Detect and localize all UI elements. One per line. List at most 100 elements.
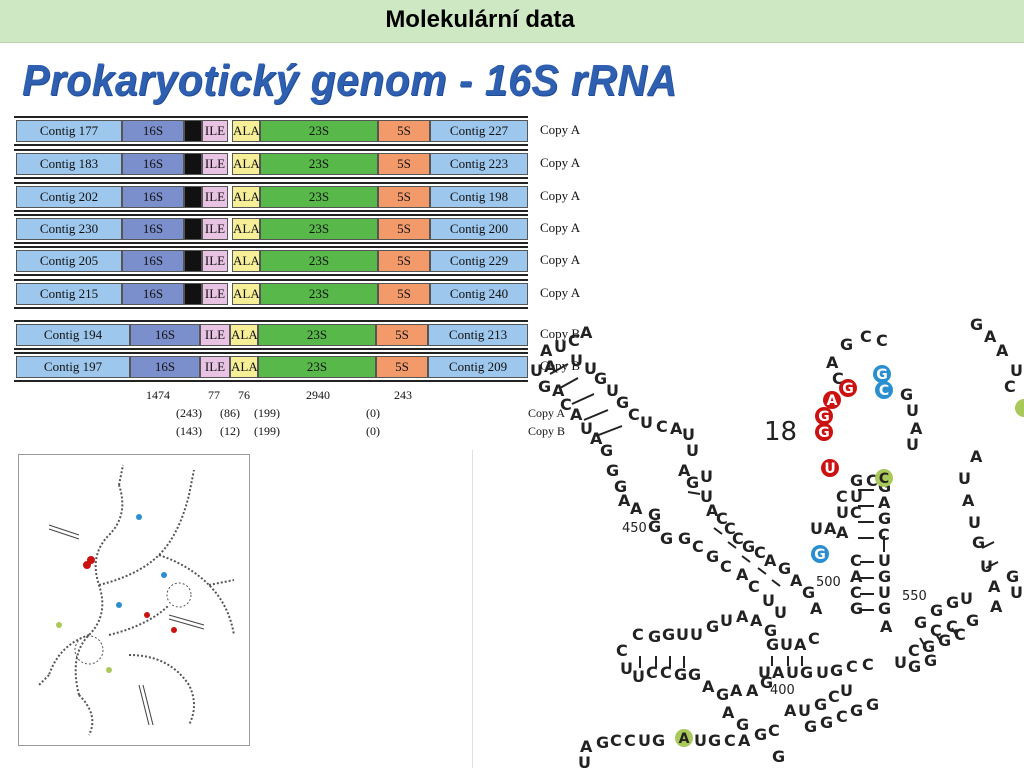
svg-text:C: C — [828, 687, 840, 706]
svg-text:C: C — [876, 331, 888, 350]
svg-text:G: G — [716, 685, 729, 704]
svg-text:A: A — [810, 599, 823, 618]
svg-text:G: G — [706, 547, 719, 566]
slide-header: Molekulární data — [0, 0, 1024, 43]
svg-text:U: U — [676, 625, 689, 644]
svg-text:A: A — [736, 565, 749, 584]
copy-label: Copy A — [540, 155, 581, 170]
divider — [472, 450, 473, 768]
svg-text:G: G — [840, 335, 853, 354]
gene-16s: 16S — [122, 283, 184, 305]
svg-text:A: A — [702, 677, 715, 696]
right-contig: Contig 213 — [428, 324, 528, 346]
gene-ile: ILE — [202, 186, 228, 208]
svg-text:C: C — [879, 383, 889, 399]
svg-text:U: U — [530, 361, 543, 380]
svg-text:A: A — [910, 419, 923, 438]
gene-23s: 23S — [260, 218, 378, 240]
svg-text:U: U — [632, 667, 645, 686]
helix-label: 18 — [764, 417, 797, 447]
svg-text:A: A — [990, 597, 1003, 616]
svg-text:U: U — [836, 503, 849, 522]
operon-rail — [14, 116, 528, 146]
length-value: 76 — [238, 388, 250, 402]
svg-text:U: U — [638, 731, 651, 750]
copy-label: Copy A — [540, 285, 581, 300]
svg-text:G: G — [660, 529, 673, 548]
svg-text:C: C — [954, 625, 966, 644]
thumbnail-structure-drawing — [38, 464, 235, 736]
svg-text:A: A — [962, 491, 975, 510]
gene-5s: 5S — [376, 324, 428, 346]
operon-rail — [14, 320, 528, 350]
svg-text:C: C — [610, 731, 622, 750]
svg-text:G: G — [538, 377, 551, 396]
copy-b-diff: (199) — [254, 424, 280, 438]
svg-text:U: U — [758, 663, 771, 682]
svg-text:U: U — [878, 551, 891, 570]
svg-text:U: U — [906, 401, 919, 420]
left-contig: Contig 194 — [16, 324, 130, 346]
svg-text:G: G — [662, 625, 675, 644]
svg-text:G: G — [924, 651, 937, 670]
svg-text:A: A — [746, 681, 759, 700]
svg-text:G: G — [686, 473, 699, 492]
svg-text:G: G — [878, 509, 891, 528]
svg-text:U: U — [840, 681, 853, 700]
svg-text:G: G — [736, 715, 749, 734]
copy-label: Copy B — [540, 326, 581, 341]
svg-text:A: A — [679, 731, 690, 747]
svg-text:U: U — [980, 557, 993, 576]
svg-text:G: G — [818, 425, 830, 441]
svg-text:U: U — [686, 441, 699, 460]
svg-text:G: G — [820, 713, 833, 732]
svg-text:G: G — [1006, 567, 1019, 586]
gene-ala: ALA — [232, 120, 260, 142]
svg-text:A: A — [784, 701, 797, 720]
position-label-450: 450 — [622, 521, 647, 536]
svg-text:A: A — [722, 703, 735, 722]
copy-label: Copy B — [540, 358, 581, 373]
spacer-block — [184, 186, 202, 208]
svg-text:G: G — [850, 701, 863, 720]
gene-ile: ILE — [202, 218, 228, 240]
svg-text:U: U — [774, 603, 787, 622]
left-contig: Contig 197 — [16, 356, 130, 378]
svg-text:C: C — [568, 331, 580, 350]
position-label-550: 550 — [902, 589, 927, 604]
svg-text:C: C — [908, 641, 920, 660]
svg-text:G: G — [648, 627, 661, 646]
svg-text:C: C — [692, 537, 704, 556]
svg-text:A: A — [790, 571, 803, 590]
svg-text:G: G — [760, 673, 773, 692]
svg-text:U: U — [1010, 583, 1023, 602]
svg-text:C: C — [632, 625, 644, 644]
copy-label: Copy A — [540, 122, 581, 137]
length-value: 77 — [208, 388, 220, 402]
svg-text:U: U — [816, 663, 829, 682]
position-label-500: 500 — [816, 575, 841, 590]
gene-16s: 16S — [122, 186, 184, 208]
svg-text:C: C — [879, 471, 889, 487]
gene-ala: ALA — [232, 283, 260, 305]
svg-text:G: G — [814, 695, 827, 714]
gene-23s: 23S — [260, 120, 378, 142]
gene-5s: 5S — [378, 153, 430, 175]
spacer-block — [184, 218, 202, 240]
gene-16s: 16S — [122, 153, 184, 175]
svg-text:C: C — [748, 577, 760, 596]
gene-ala: ALA — [230, 324, 258, 346]
svg-text:A: A — [794, 635, 807, 654]
svg-text:A: A — [850, 567, 863, 586]
svg-text:G: G — [814, 547, 826, 563]
svg-text:C: C — [930, 621, 942, 640]
svg-text:G: G — [850, 599, 863, 618]
svg-text:C: C — [624, 731, 636, 750]
svg-text:U: U — [694, 731, 707, 750]
gene-16s: 16S — [122, 120, 184, 142]
svg-text:G: G — [850, 471, 863, 490]
